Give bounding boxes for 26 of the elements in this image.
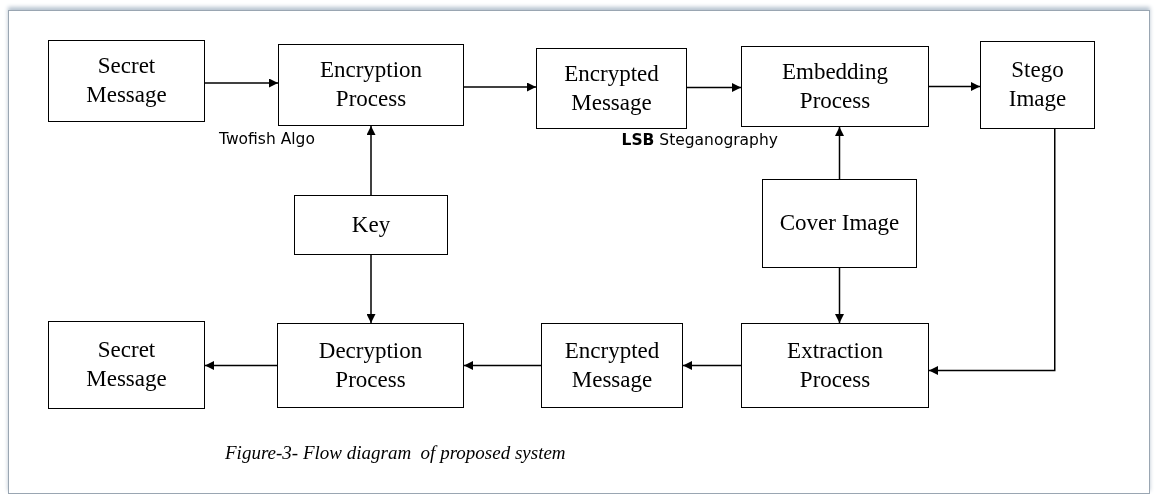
process-box: Decryption Process xyxy=(277,323,464,408)
arrow xyxy=(686,83,742,92)
process-box: Stego Image xyxy=(980,41,1095,129)
arrow xyxy=(463,82,537,92)
arrow xyxy=(366,125,376,196)
process-box: Encryption Process xyxy=(278,44,464,126)
arrow xyxy=(366,254,376,324)
process-box: Key xyxy=(294,195,448,255)
arrow xyxy=(835,267,844,324)
figure-caption: Figure-3- Flow diagram of proposed system xyxy=(225,442,566,464)
process-box: Encrypted Message xyxy=(541,323,683,408)
process-box: Embedding Process xyxy=(741,46,929,127)
arrow xyxy=(835,126,844,180)
arrow xyxy=(463,361,542,370)
arrow xyxy=(682,361,742,370)
arrow xyxy=(928,82,981,91)
process-box: Secret Message xyxy=(48,321,205,409)
arrow xyxy=(204,361,278,370)
process-box: Extraction Process xyxy=(741,323,929,408)
process-box: Encrypted Message xyxy=(536,48,687,129)
arrow xyxy=(928,128,1056,375)
process-box: Secret Message xyxy=(48,40,205,122)
edge-label: Twofish Algo xyxy=(219,130,315,148)
edge-label: LSB Steganography xyxy=(621,131,778,149)
arrow xyxy=(204,78,279,88)
process-box: Cover Image xyxy=(762,179,917,268)
